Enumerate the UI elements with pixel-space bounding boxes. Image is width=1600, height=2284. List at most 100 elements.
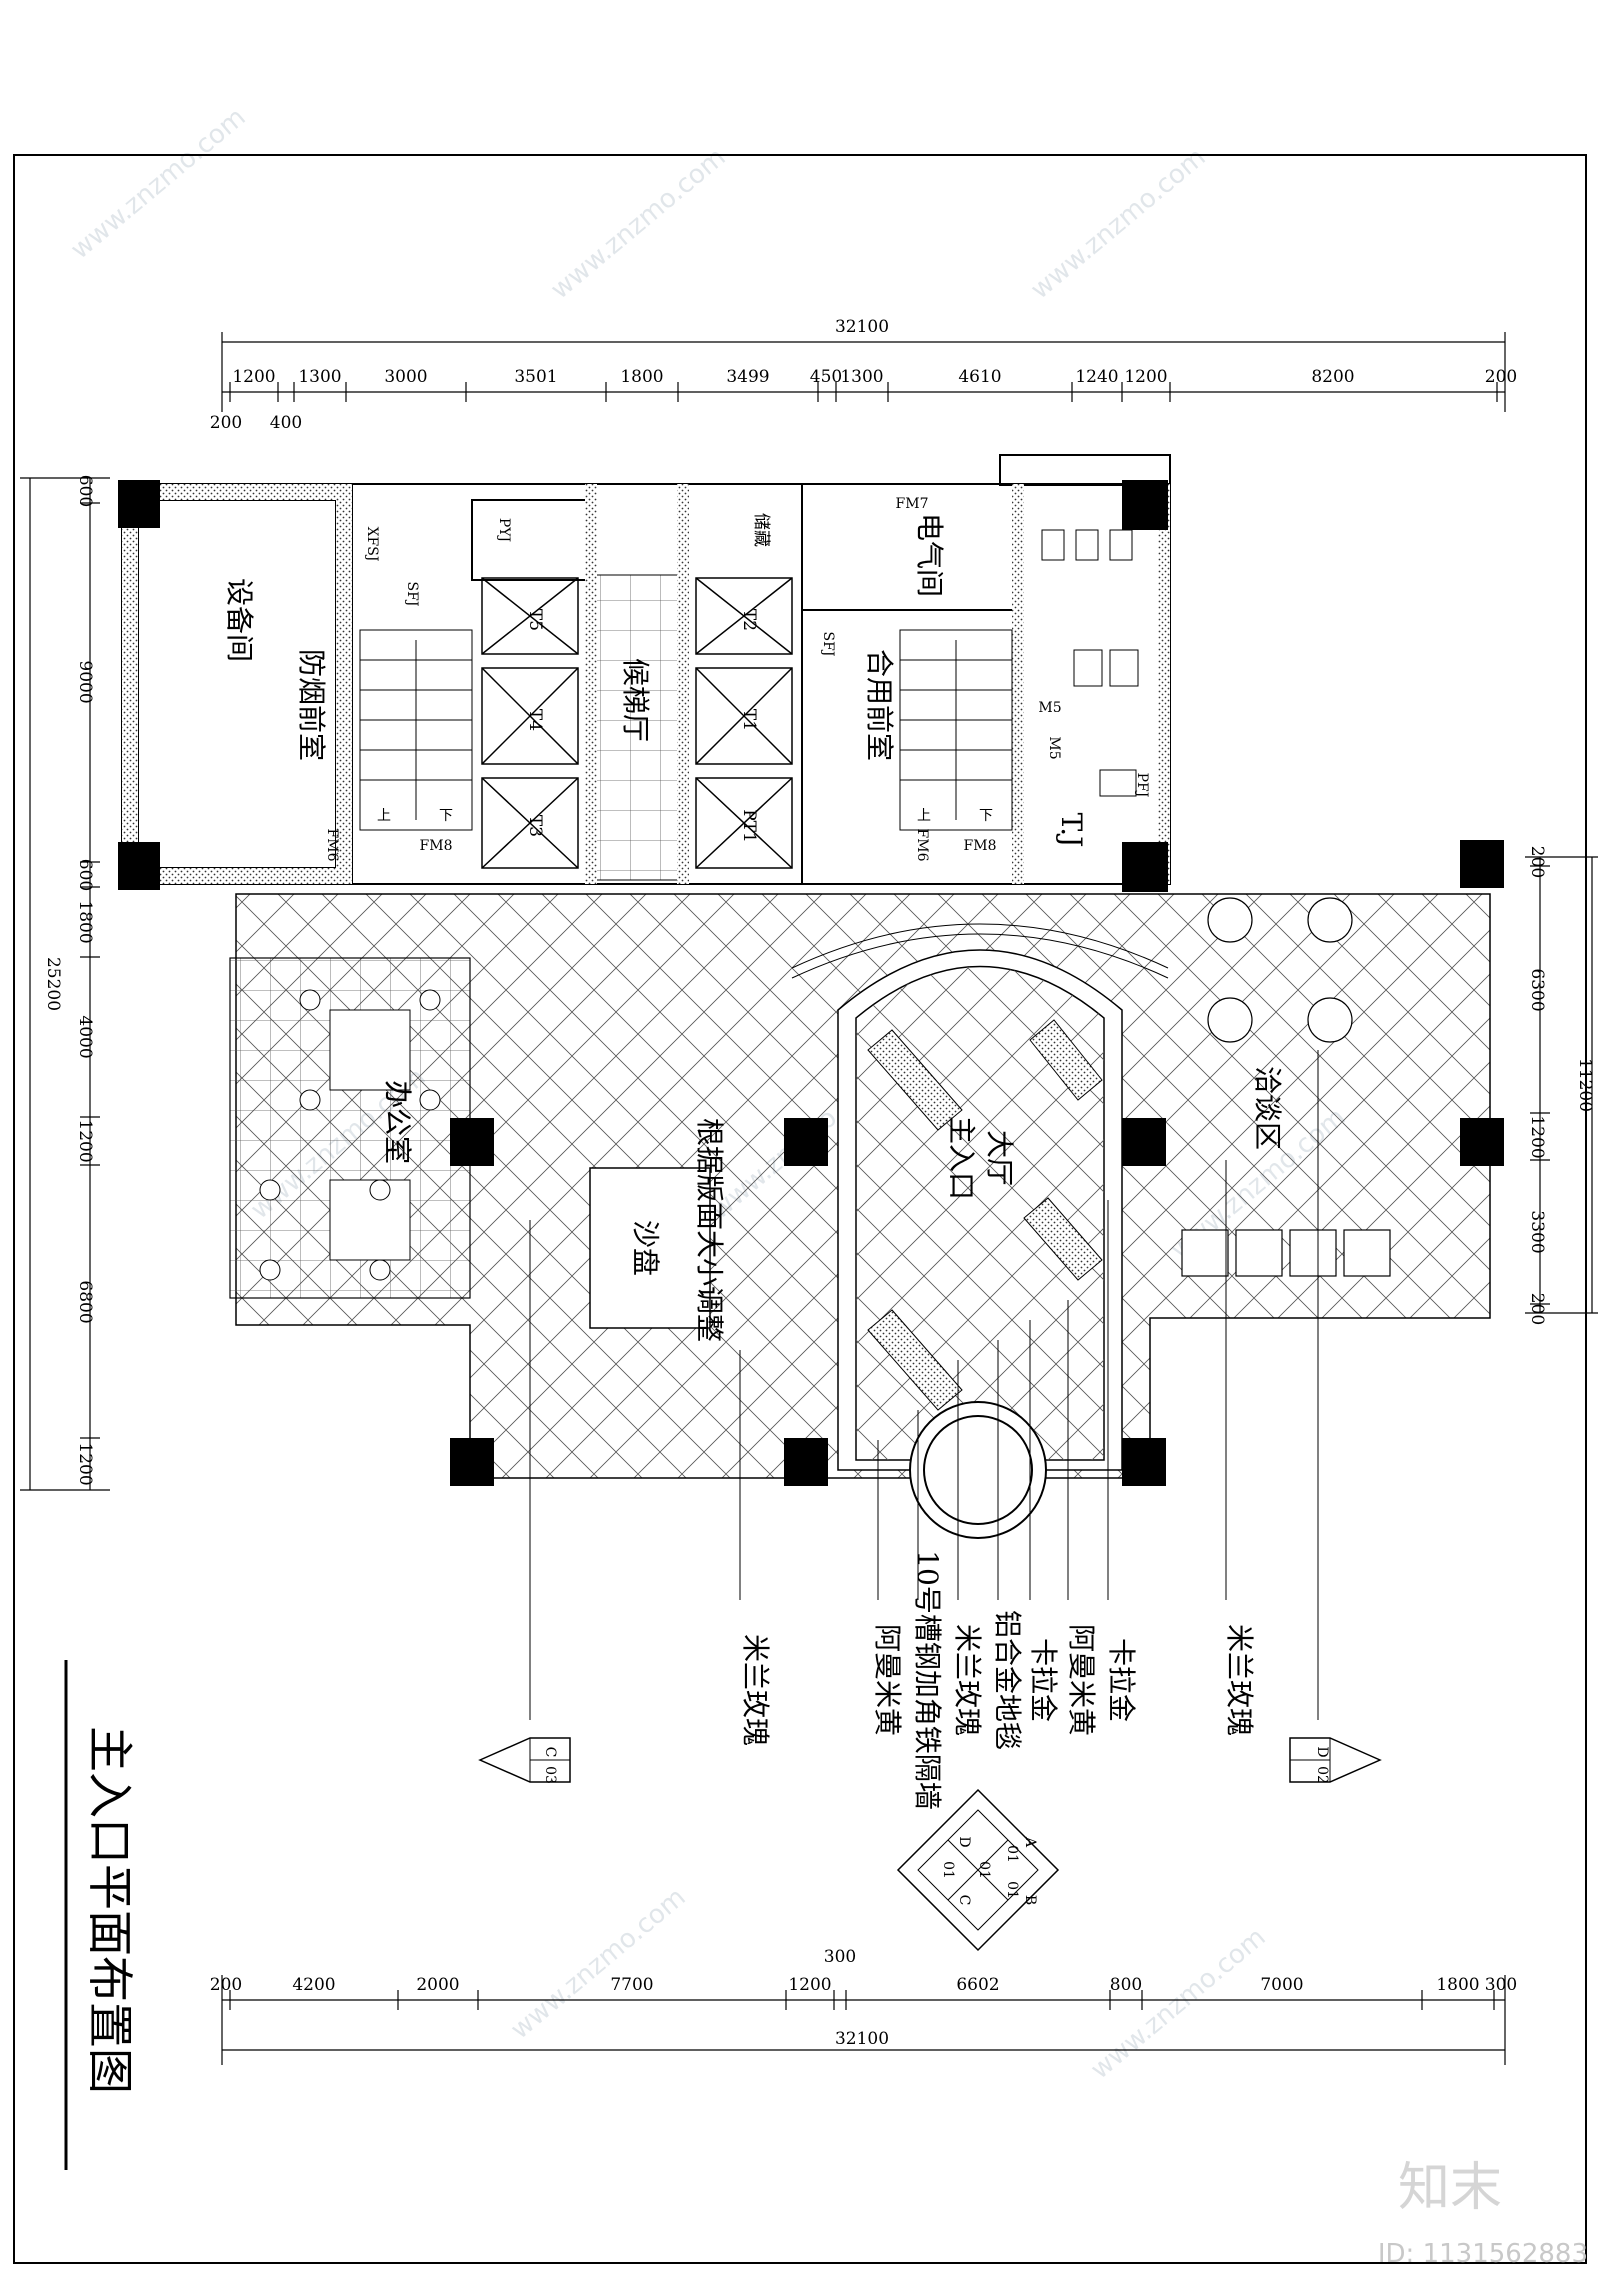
- dim-label: 450: [810, 367, 842, 387]
- room-equipment: 设备间: [223, 578, 256, 662]
- label-fm6-right: FM6: [914, 829, 930, 862]
- dimension-labels-bottom: 200 4200 2000 7700 1200 300 6602 800 700…: [210, 1947, 1517, 2049]
- label-fm7: FM7: [896, 496, 929, 512]
- drawing-title: 主入口平面布置图: [83, 1726, 137, 2094]
- dim-label: 8200: [1311, 367, 1354, 387]
- label-fm8-left: FM8: [420, 838, 453, 854]
- sheet-border: [13, 154, 1587, 2264]
- elevator-labels: T5 T4 T3 T2 T1 PT1: [525, 609, 759, 843]
- callout-labels: 米兰玫瑰 10号槽钢加角铁隔墙 阿曼米黄 铝合金地毯 米兰玫瑰 卡拉金 阿曼米黄…: [739, 1550, 1256, 1810]
- elevator-t5: T5: [525, 609, 545, 631]
- section-center-n2: 01: [1004, 1881, 1020, 1899]
- dim-label: 200: [1527, 846, 1547, 878]
- section-mark-center: A B C D 01 01 01 01: [896, 1788, 1060, 1952]
- dim-label: 1200: [75, 1119, 95, 1162]
- dim-label: 200: [1527, 1293, 1547, 1325]
- callout-aman-beige-1: 阿曼米黄: [871, 1624, 904, 1736]
- dim-label: 3501: [514, 367, 557, 387]
- dim-label: 7000: [1260, 1975, 1303, 1995]
- label-down-right: 下: [979, 808, 993, 824]
- elevator-t3: T3: [525, 815, 545, 837]
- callout-carrara-gold-1: 卡拉金: [1027, 1638, 1060, 1722]
- elevator-t1: T1: [739, 709, 759, 731]
- label-fm6-left: FM6: [324, 829, 340, 862]
- dim-label: 1300: [840, 367, 883, 387]
- watermark: www.znzmo.com: [505, 1882, 691, 2045]
- room-electrical: 电气间: [913, 513, 946, 597]
- label-m5: M5: [1038, 700, 1061, 716]
- arch-grille: [791, 923, 1169, 979]
- dim-label: 1200: [1527, 1115, 1547, 1158]
- section-center-a: A: [1022, 1836, 1038, 1848]
- section-mark-right: D 02: [1289, 1737, 1382, 1784]
- section-center-n4: 01: [976, 1861, 992, 1879]
- stair-left: [359, 629, 473, 831]
- section-center-n1: 01: [1004, 1845, 1020, 1863]
- dim-total-bottom: 32100: [835, 2029, 889, 2049]
- dim-label: 6800: [75, 1280, 95, 1323]
- dim-total-top: 32100: [835, 317, 889, 337]
- brand-logo: 知末: [1398, 2158, 1502, 2218]
- dim-label: 1200: [788, 1975, 831, 1995]
- shaft-labels: XFSJ SFJ PYJ SFJ PFJ FM7 FM6 FM8 FM6 FM8…: [324, 496, 1150, 862]
- dimension-labels-left: 25200 600 9000 600 1800 4000 1200 6800 1…: [43, 475, 95, 1486]
- callout-carrara-gold-2: 卡拉金: [1105, 1638, 1138, 1722]
- watermark: www.znzmo.com: [1085, 1922, 1271, 2085]
- dim-total-left: 25200: [43, 957, 63, 1011]
- section-num-03: 03: [542, 1766, 558, 1784]
- dimensions-bottom: [221, 1975, 1506, 2065]
- adjust-note: 根据版面大小调整: [693, 1118, 726, 1342]
- dim-label: 1800: [620, 367, 663, 387]
- brand-id: ID: 1131562883: [1378, 2239, 1588, 2269]
- sand-table-label: 沙盘: [629, 1220, 662, 1276]
- dimensions-left: [20, 477, 110, 1491]
- label-m5-2: M5: [1046, 736, 1062, 759]
- room-shared-front: 合用前室: [863, 649, 896, 761]
- negotiation-furniture: [1181, 897, 1391, 1277]
- label-sfj: SFJ: [404, 582, 420, 607]
- dim-label: 600: [75, 859, 95, 891]
- section-center-c: C: [956, 1895, 972, 1906]
- dimensions-right: [1525, 856, 1598, 1314]
- dimensions-top: [221, 332, 1506, 412]
- dim-label: 1800: [75, 900, 95, 943]
- section-letter-c: C: [542, 1747, 558, 1758]
- dim-total-right: 11200: [1575, 1058, 1595, 1112]
- dim-label: 6300: [1527, 968, 1547, 1011]
- room-toilet: T.J: [1055, 813, 1088, 848]
- dim-label: 600: [75, 475, 95, 507]
- callout-milan-rose-center: 米兰玫瑰: [951, 1624, 984, 1736]
- dim-label: 4000: [75, 1015, 95, 1058]
- sand-table: [589, 1167, 711, 1329]
- dimension-labels-right: 11200 200 6300 1200 3300 200: [1527, 846, 1595, 1325]
- section-center-d: D: [956, 1836, 972, 1847]
- dim-label: 400: [270, 413, 302, 433]
- dim-label: 200: [210, 1975, 242, 1995]
- room-negotiation: 洽谈区: [1251, 1066, 1284, 1150]
- room-lobby: 大厅: [983, 1130, 1016, 1186]
- dim-label: 200: [1485, 367, 1517, 387]
- dim-label: 3499: [726, 367, 769, 387]
- lobby-stripes: [867, 1019, 1103, 1411]
- section-center-n3: 01: [940, 1861, 956, 1879]
- columns: [118, 480, 1504, 1486]
- dim-label: 7700: [610, 1975, 653, 1995]
- watermark: www.znzmo.com: [65, 102, 251, 265]
- label-down-left: 下: [439, 808, 453, 824]
- dim-label: 1200: [75, 1442, 95, 1485]
- room-office: 办公室: [381, 1080, 414, 1164]
- label-fm8-right: FM8: [964, 838, 997, 854]
- room-elevator-hall: 候梯厅: [619, 658, 652, 742]
- dim-label: 1300: [298, 367, 341, 387]
- dim-label: 300: [1485, 1975, 1517, 1995]
- watermark: www.znzmo.com: [545, 142, 731, 305]
- dim-label: 4200: [292, 1975, 335, 1995]
- room-labels: 设备间 防烟前室 候梯厅 储藏 电气间 合用前室 办公室 大厅 主入口 洽谈区 …: [223, 513, 1284, 1342]
- dim-label: 3000: [384, 367, 427, 387]
- dimension-labels-top: 32100 1200 1300 3000 3501 1800 3499 450 …: [210, 317, 1517, 433]
- label-up-right: 上: [917, 808, 931, 824]
- dim-label: 1200: [1124, 367, 1167, 387]
- section-mark-left: C 03: [478, 1737, 571, 1784]
- brand-block: 知末 ID: 1131562883: [1378, 2158, 1588, 2269]
